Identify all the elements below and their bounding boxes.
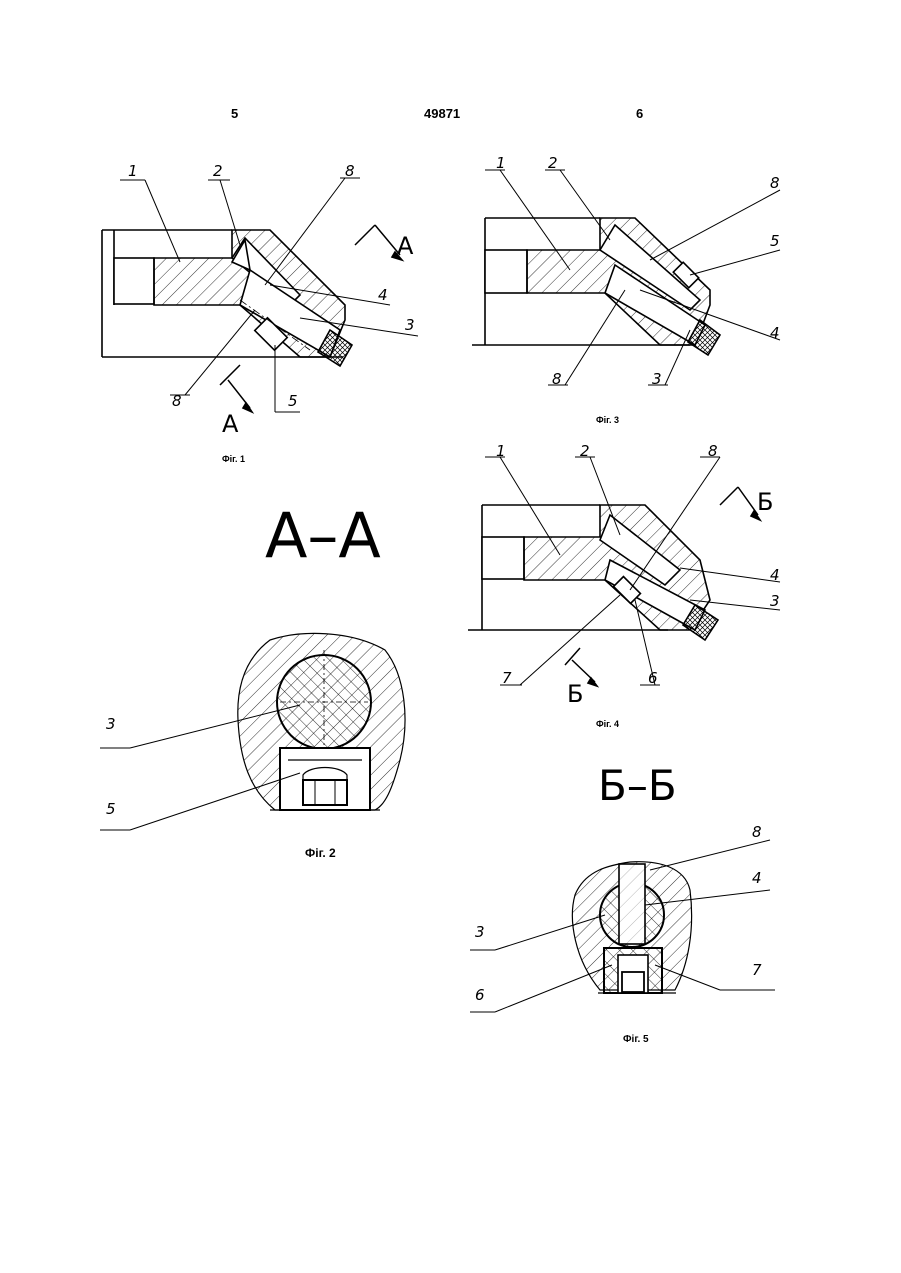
figure-4 — [468, 457, 780, 686]
fig3-label-8-top: 8 — [770, 174, 780, 192]
fig5-section-title: Б–Б — [598, 761, 677, 810]
fig1-label-4: 4 — [378, 286, 388, 304]
fig5-caption: Фіг. 5 — [623, 1034, 649, 1045]
fig1-section-mark-top: A — [397, 232, 414, 260]
fig3-caption: Фіг. 3 — [596, 415, 619, 425]
fig1-section-mark-bottom: A — [222, 410, 239, 438]
fig4-label-7: 7 — [502, 669, 512, 687]
fig1-label-5: 5 — [288, 392, 298, 410]
fig5-label-7: 7 — [752, 961, 762, 979]
fig5-label-8: 8 — [752, 823, 762, 841]
fig5-label-4: 4 — [752, 869, 762, 887]
fig4-label-2: 2 — [580, 442, 590, 460]
fig2-caption: Фіг. 2 — [305, 846, 336, 860]
fig1-label-1: 1 — [128, 162, 138, 180]
fig4-section-mark-bottom: Б — [567, 680, 583, 708]
fig4-label-6: 6 — [648, 669, 658, 687]
figure-2 — [100, 633, 405, 830]
fig4-label-1: 1 — [496, 442, 506, 460]
fig1-label-8-bottom: 8 — [172, 392, 182, 410]
fig3-label-3: 3 — [652, 370, 662, 388]
fig4-label-8: 8 — [708, 442, 718, 460]
fig3-label-4: 4 — [770, 324, 780, 342]
fig4-label-4: 4 — [770, 566, 780, 584]
figure-1 — [102, 178, 418, 412]
fig1-caption: Фіг. 1 — [222, 454, 245, 464]
fig1-label-8-top: 8 — [345, 162, 355, 180]
fig1-label-3: 3 — [405, 316, 415, 334]
fig3-label-2: 2 — [548, 154, 558, 172]
fig2-label-3: 3 — [106, 715, 116, 733]
fig3-label-1: 1 — [496, 154, 506, 172]
fig3-label-8-bottom: 8 — [552, 370, 562, 388]
fig5-label-6: 6 — [475, 986, 485, 1004]
figure-5 — [470, 840, 775, 1012]
fig4-caption: Фіг. 4 — [596, 719, 619, 729]
figure-3 — [472, 170, 780, 385]
fig4-label-3: 3 — [770, 592, 780, 610]
fig1-label-2: 2 — [213, 162, 223, 180]
fig3-label-5: 5 — [770, 232, 780, 250]
fig2-label-5: 5 — [106, 800, 116, 818]
fig5-label-3: 3 — [475, 923, 485, 941]
fig4-section-mark-top: Б — [757, 488, 773, 516]
fig2-section-title: А–А — [265, 499, 381, 572]
